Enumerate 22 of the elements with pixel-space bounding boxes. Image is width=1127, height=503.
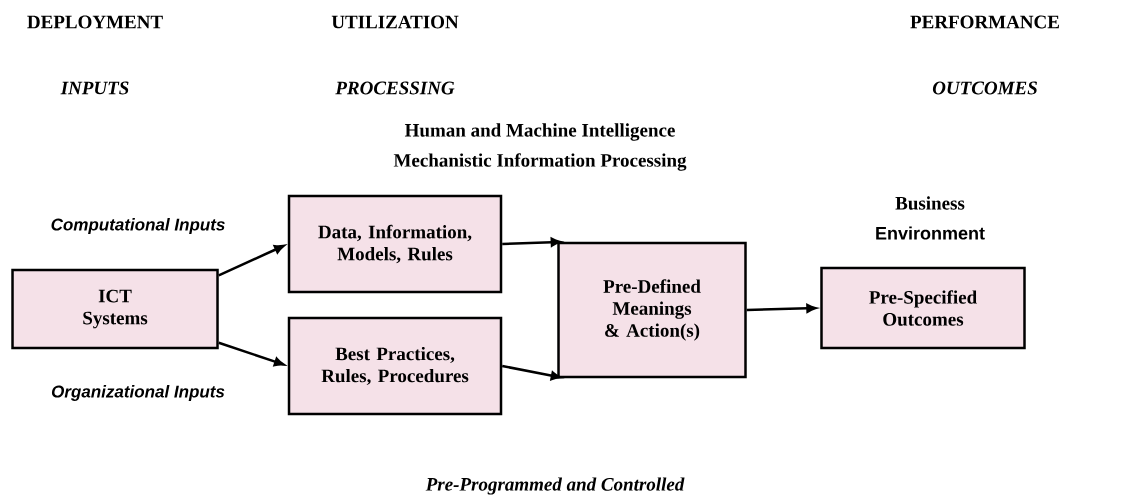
heading-text: Environment (876, 226, 985, 240)
process-box: Pre-Specified Outcomes (820, 266, 1026, 350)
heading-text: Business (895, 196, 965, 210)
heading-text: Pre-Programmed and Controlled (425, 477, 685, 495)
heading-text: OUTCOMES (932, 81, 1037, 95)
arrow (746, 303, 817, 313)
process-box: Data, Information, Models, Rules (287, 194, 503, 294)
heading-text: Human and Machine Intelligence (404, 123, 675, 141)
process-box: Best Practices, Rules, Procedures (287, 316, 503, 416)
arrow (502, 364, 562, 381)
process-box: ICT Systems (11, 268, 219, 350)
heading-text: Computational Inputs (51, 218, 225, 234)
heading-text: DEPLOYMENT (27, 15, 163, 29)
heading-text: Mechanistic Information Processing (393, 153, 687, 171)
heading-text: Organizational Inputs (51, 385, 225, 401)
arrow (218, 244, 285, 277)
heading-text: PROCESSING (335, 81, 455, 95)
heading-text: PERFORMANCE (910, 15, 1059, 29)
heading-text: INPUTS (60, 81, 129, 95)
process-box: Pre-Defined Meanings & Action(s) (557, 241, 747, 379)
arrow (218, 341, 285, 367)
heading-text: UTILIZATION (331, 15, 459, 29)
